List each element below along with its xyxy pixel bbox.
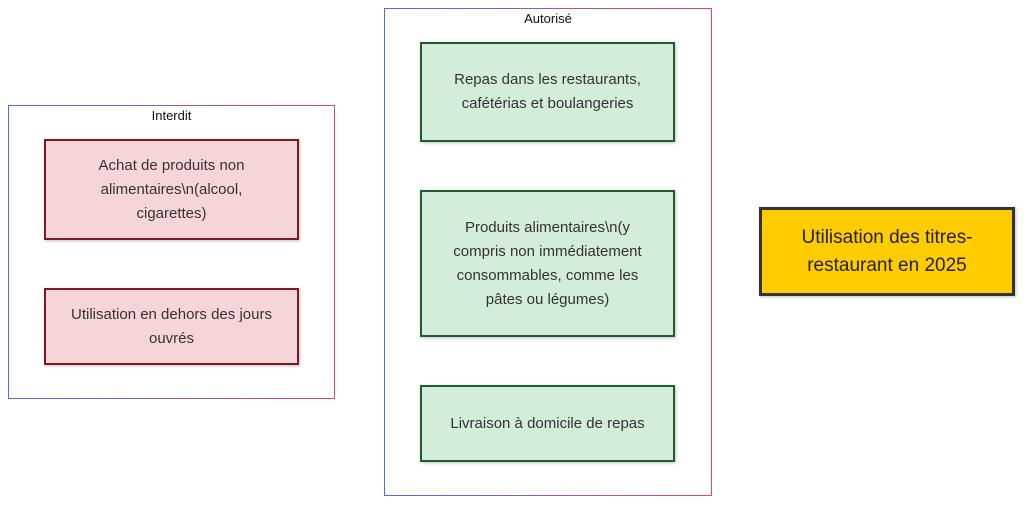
cluster-title: Autorisé (524, 11, 572, 26)
node-main-topic: Utilisation des titres-restaurant en 202… (759, 207, 1015, 296)
node-non-food-purchase: Achat de produits non alimentaires\n(alc… (44, 139, 299, 240)
cluster-title: Interdit (151, 108, 192, 123)
node-restaurant-meals: Repas dans les restaurants, cafétérias e… (420, 42, 675, 142)
node-food-products: Produits alimentaires\n(y compris non im… (420, 190, 675, 337)
node-non-working-days: Utilisation en dehors des jours ouvrés (44, 288, 299, 365)
node-home-delivery: Livraison à domicile de repas (420, 385, 675, 462)
